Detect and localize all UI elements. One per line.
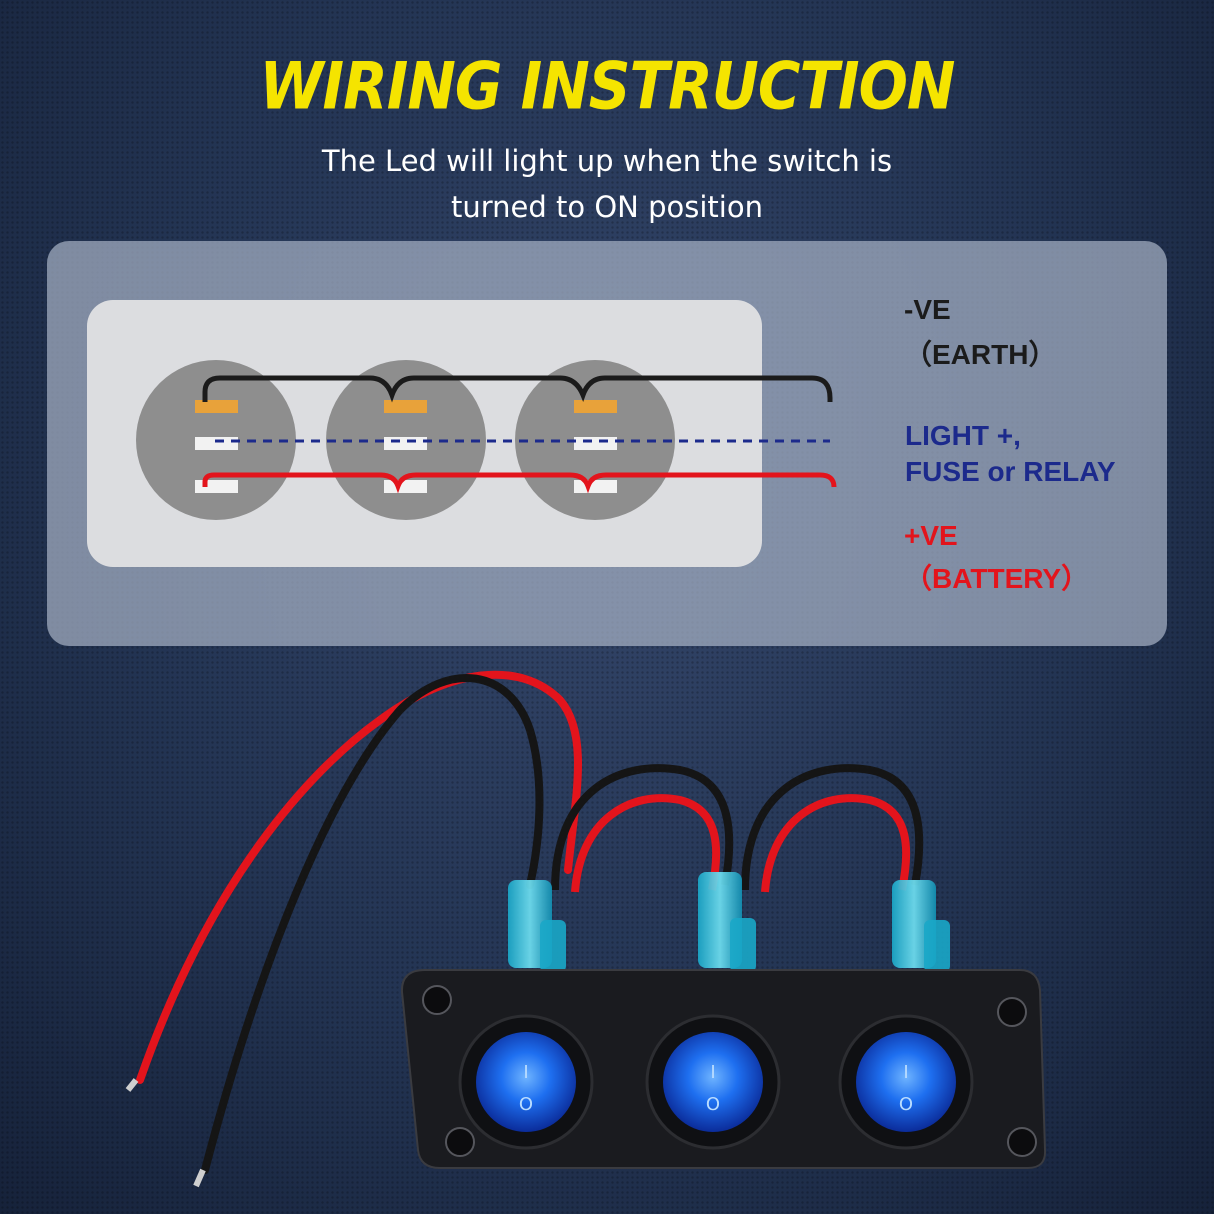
on-symbol: I	[523, 1062, 528, 1083]
switch-diagram-3	[515, 360, 675, 520]
off-symbol: O	[899, 1094, 913, 1115]
wire-tip	[193, 1168, 206, 1188]
mounting-holes	[422, 985, 1037, 1157]
page-title: WIRING INSTRUCTION	[259, 47, 956, 125]
terminal-earth	[574, 400, 617, 413]
rocker-switch-3: I O	[838, 1014, 974, 1150]
label-earth-line2: （EARTH）	[904, 339, 1057, 370]
loose-wires	[125, 670, 582, 1188]
terminal-earth	[195, 400, 238, 413]
on-symbol: I	[710, 1062, 715, 1083]
rocker-switch-2: I O	[645, 1014, 781, 1150]
subtitle-line-2: turned to ON position	[451, 190, 763, 224]
label-light-line2: FUSE or RELAY	[905, 456, 1116, 487]
subtitle-line-1: The Led will light up when the switch is	[321, 144, 893, 178]
battery-wire	[202, 472, 837, 494]
label-battery-line1: +VE	[904, 520, 958, 551]
label-earth-line1: -VE	[904, 294, 951, 325]
label-light-line1: LIGHT +,	[905, 420, 1021, 451]
off-symbol: O	[706, 1094, 720, 1115]
wire-tip	[125, 1078, 139, 1092]
on-symbol: I	[903, 1062, 908, 1083]
terminal-earth	[384, 400, 427, 413]
off-symbol: O	[519, 1094, 533, 1115]
label-battery-line2: （BATTERY）	[904, 563, 1090, 594]
jumper-wires	[551, 764, 924, 893]
terminal-light	[195, 437, 238, 450]
rocker-switch-1: I O	[458, 1014, 594, 1150]
wire-connectors	[508, 872, 950, 972]
earth-wire	[202, 375, 833, 403]
